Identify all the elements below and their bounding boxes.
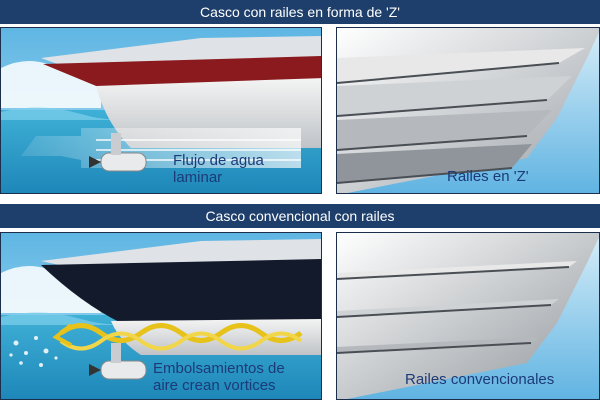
hull-side-view-vortices <box>1 233 321 399</box>
caption-line-1: Embolsamientos de <box>153 360 285 377</box>
z-rails-closeup <box>337 28 599 193</box>
laminar-flow-caption: Flujo de agua laminar <box>173 152 264 186</box>
section-2-title: Casco convencional con railes <box>0 204 600 228</box>
air-bubbles <box>9 336 58 367</box>
hull-side-view-laminar <box>1 28 321 193</box>
conventional-rails-caption: Railes convencionales <box>405 371 555 388</box>
caption-line-1: Flujo de agua <box>173 152 264 169</box>
hull-stripe <box>43 56 321 88</box>
outboard-motor <box>89 343 147 380</box>
outboard-motor <box>89 133 147 172</box>
section-1-left-panel: Flujo de agua laminar <box>0 27 322 194</box>
z-rails-caption: Railes en 'Z' <box>447 168 529 185</box>
section-2-right-panel: Railes convencionales <box>336 232 600 400</box>
conventional-rails-closeup <box>337 233 599 399</box>
section-1-right-panel: Railes en 'Z' <box>336 27 600 194</box>
caption-line-2: aire crean vortices <box>153 377 276 394</box>
section-2-left-panel: Embolsamientos de aire crean vortices <box>0 232 322 400</box>
hull-stripe <box>41 259 321 323</box>
vortex-wave <box>59 323 303 343</box>
section-1-title: Casco con railes en forma de 'Z' <box>0 0 600 24</box>
caption-line-2: laminar <box>173 169 223 186</box>
vortices-caption: Embolsamientos de aire crean vortices <box>153 360 285 394</box>
